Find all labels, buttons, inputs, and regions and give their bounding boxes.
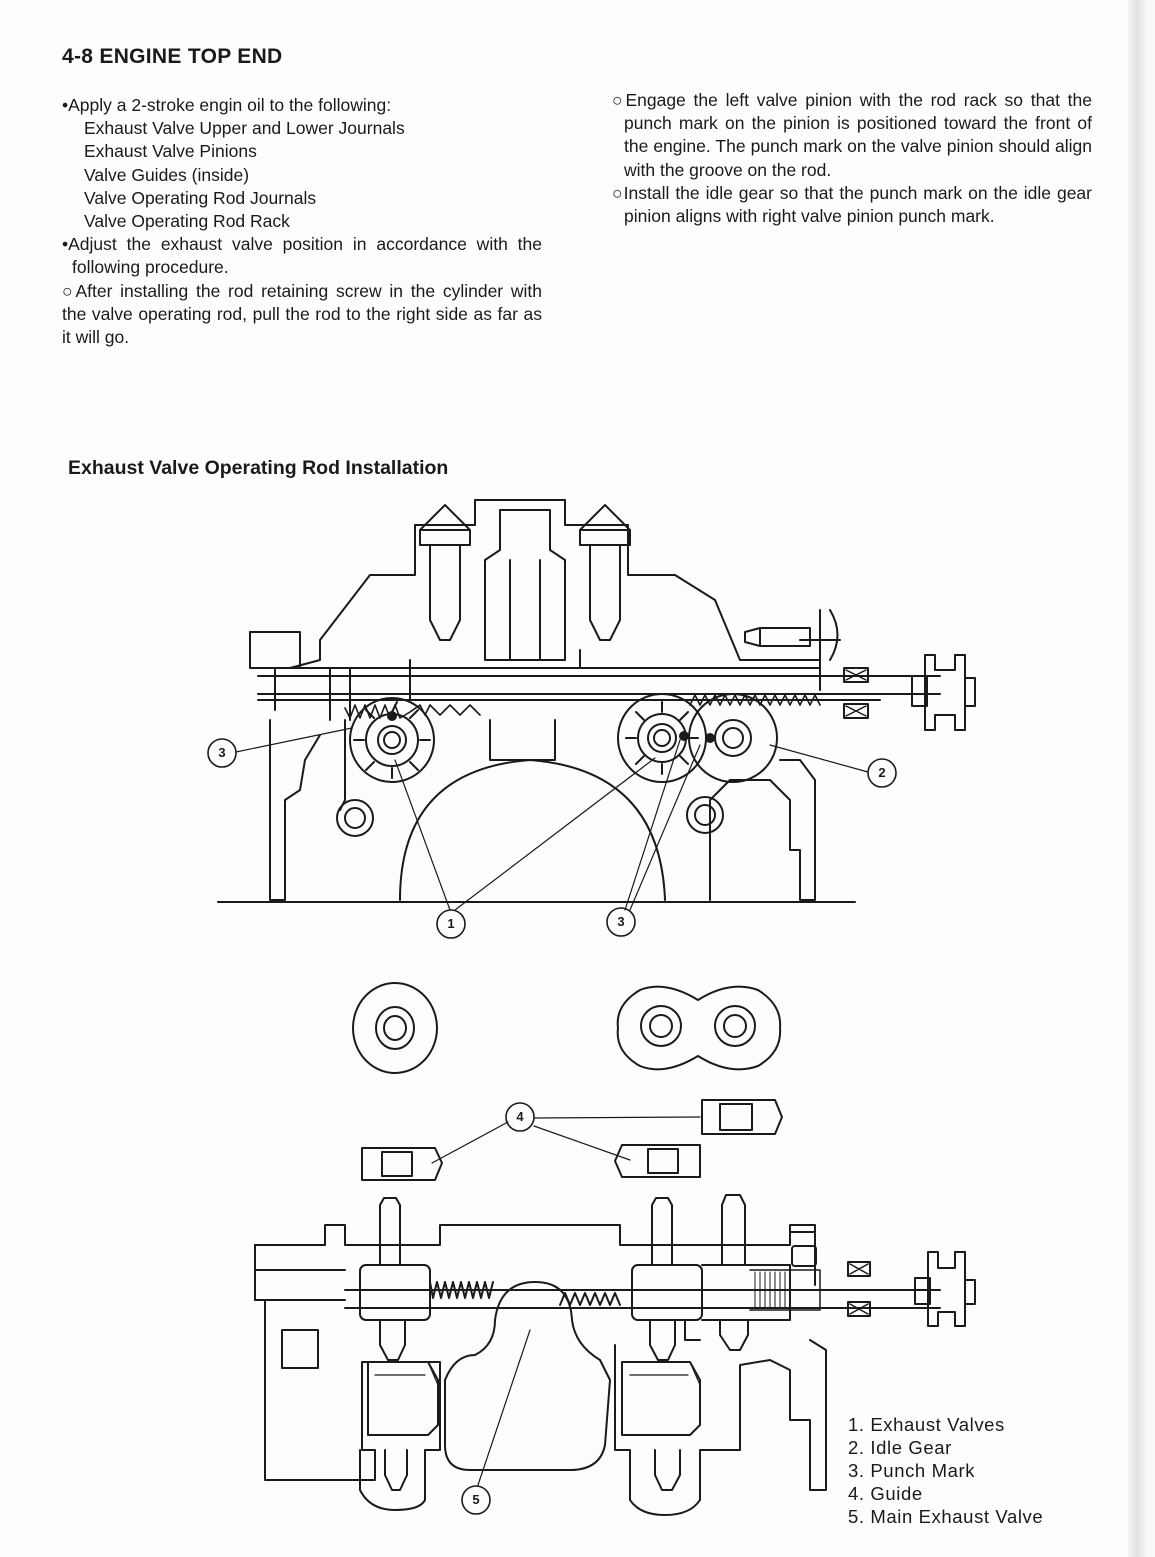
left-rod-rack xyxy=(344,704,481,719)
callout-circles xyxy=(207,738,897,1515)
guide-leader-lines xyxy=(431,1116,701,1164)
legend-item: 4. Guide xyxy=(848,1483,923,1504)
callout-punch-mark-bottom: 3 xyxy=(617,914,625,929)
callout-idle-gear: 2 xyxy=(878,765,886,780)
callout-main-exhaust-valve: 5 xyxy=(472,1492,480,1507)
bullet-adjust-position: •Adjust the exhaust valve position in ac… xyxy=(62,234,542,278)
right-valve-pinion xyxy=(617,693,707,783)
legend-item: 3. Punch Mark xyxy=(848,1460,976,1481)
legend-item: 2. Idle Gear xyxy=(848,1437,952,1458)
oil-item: Exhaust Valve Upper and Lower Journals xyxy=(84,118,405,139)
double-pinion-part xyxy=(616,985,782,1071)
top-leader-lines xyxy=(235,727,869,911)
top-view-housing xyxy=(217,499,976,903)
right-rod-rack xyxy=(689,694,821,706)
step-engage-pinion: ○Engage the left valve pinion with the r… xyxy=(612,90,1092,180)
legend-item: 1. Exhaust Valves xyxy=(848,1414,1005,1435)
oil-item: Exhaust Valve Pinions xyxy=(84,141,257,162)
legend-item: 5. Main Exhaust Valve xyxy=(848,1506,1044,1527)
idle-gear xyxy=(688,693,778,783)
bullet-apply-oil: •Apply a 2-stroke engin oil to the follo… xyxy=(62,95,392,115)
guide-parts xyxy=(361,1099,783,1181)
figure-title: Exhaust Valve Operating Rod Installation xyxy=(68,457,449,479)
main-valve-leader-line xyxy=(477,1329,531,1486)
single-pinion-part xyxy=(352,982,438,1074)
oil-item: Valve Operating Rod Journals xyxy=(84,187,317,208)
bottom-section-view xyxy=(254,1194,976,1516)
step-install-idle-gear: ○Install the idle gear so that the punch… xyxy=(612,182,1092,227)
oil-item: Valve Operating Rod Rack xyxy=(84,211,290,232)
page-header: 4-8 ENGINE TOP END xyxy=(62,45,283,68)
oil-item: Valve Guides (inside) xyxy=(84,164,250,185)
callout-guide: 4 xyxy=(516,1109,524,1124)
left-text-column: •Apply a 2-stroke engin oil to the follo… xyxy=(62,94,542,349)
right-text-column: ○Engage the left valve pinion with the r… xyxy=(612,89,1092,228)
figure-legend: 1. Exhaust Valves 2. Idle Gear 3. Punch … xyxy=(848,1413,1043,1528)
callout-exhaust-valves: 1 xyxy=(447,916,455,931)
callout-punch-mark-left: 3 xyxy=(218,745,226,760)
page-edge xyxy=(1128,0,1155,1557)
step-install-rod: ○After installing the rod retaining scre… xyxy=(62,280,542,348)
